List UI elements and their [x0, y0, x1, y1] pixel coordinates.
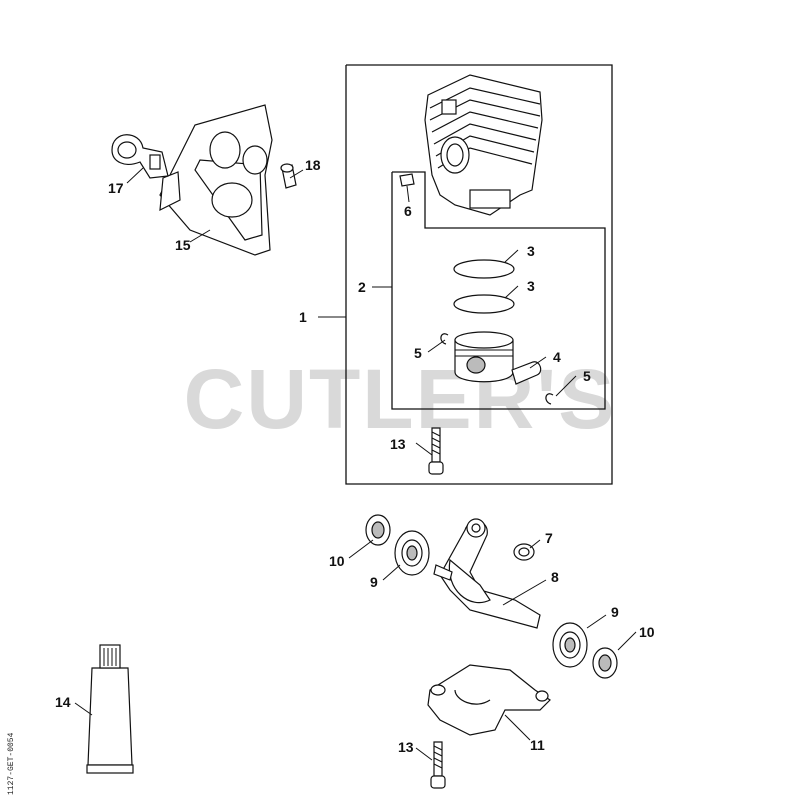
callout-5-left: 5 — [414, 345, 422, 361]
callouts: 1 2 3 3 4 5 5 6 7 8 9 9 10 10 11 13 13 1… — [55, 157, 655, 755]
callout-7: 7 — [545, 530, 553, 546]
callout-15: 15 — [175, 237, 191, 253]
crankcase-part — [427, 664, 551, 736]
callout-1: 1 — [299, 309, 307, 325]
ring-upper-part — [453, 259, 515, 279]
callout-10-left: 10 — [329, 553, 345, 569]
screw-13-upper-part — [428, 427, 444, 475]
circlip-right-part — [545, 393, 554, 405]
piston-pin-part — [511, 361, 542, 385]
callout-13-upper: 13 — [390, 436, 406, 452]
seal-right-part — [592, 647, 618, 679]
callout-9-left: 9 — [370, 574, 378, 590]
watermark-text: CUTLER'S — [184, 352, 617, 446]
piston-group-box — [391, 171, 606, 410]
callout-9-right: 9 — [611, 604, 619, 620]
valve-6-part — [399, 173, 415, 187]
callout-6: 6 — [404, 203, 412, 219]
cylinder-group-box — [345, 64, 613, 485]
callout-18: 18 — [305, 157, 321, 173]
callout-8: 8 — [551, 569, 559, 585]
screw-18-part — [280, 163, 297, 189]
shroud-part — [159, 104, 273, 256]
clip-part — [111, 134, 169, 179]
crankshaft-part — [433, 518, 541, 629]
bearing-left-part — [394, 530, 430, 576]
side-code-text: 1127-GET-0054 — [7, 732, 16, 795]
piston-part — [454, 331, 514, 383]
seal-left-part — [365, 514, 391, 546]
callout-11: 11 — [530, 737, 545, 753]
ring-lower-part — [453, 294, 515, 314]
callout-4: 4 — [553, 349, 561, 365]
callout-3-lower: 3 — [527, 278, 535, 294]
leader-lines — [74, 167, 637, 761]
grease-tube-part — [86, 644, 134, 774]
callout-10-right: 10 — [639, 624, 655, 640]
needle-cage-part — [513, 543, 535, 561]
callout-5-right: 5 — [583, 368, 591, 384]
callout-14: 14 — [55, 694, 71, 710]
callout-17: 17 — [108, 180, 124, 196]
callout-13-lower: 13 — [398, 739, 414, 755]
cylinder-part — [424, 74, 543, 216]
screw-13-lower-part — [430, 741, 446, 789]
callout-3-upper: 3 — [527, 243, 535, 259]
callout-2: 2 — [358, 279, 366, 295]
bearing-right-part — [552, 622, 588, 668]
